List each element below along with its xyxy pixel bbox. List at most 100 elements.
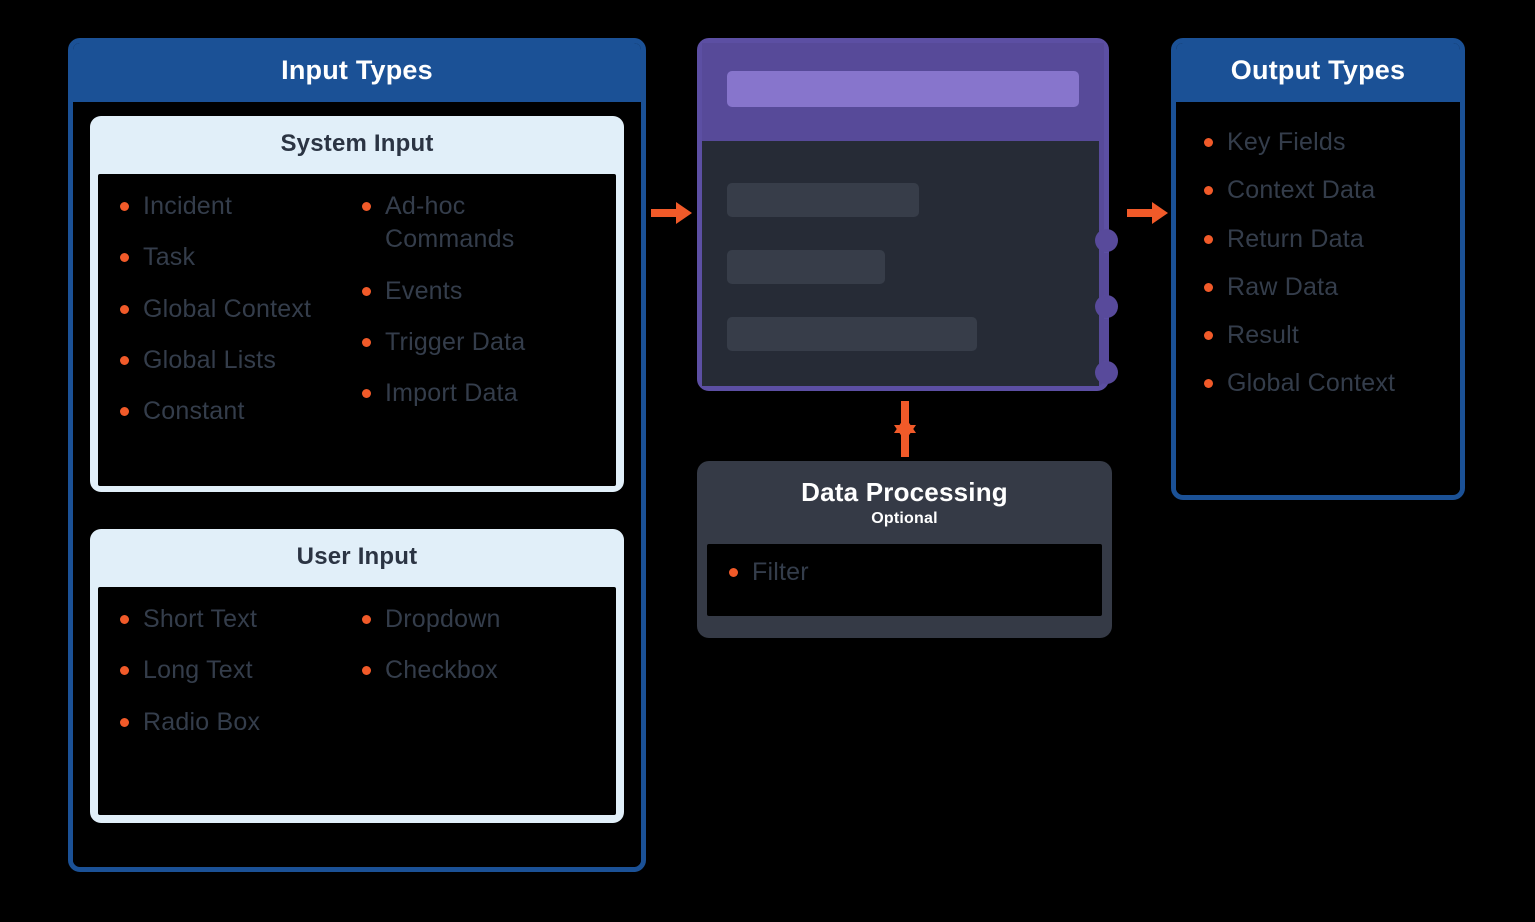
list-item[interactable]: Key Fields — [1204, 126, 1432, 159]
arrow-node-to-output-icon — [1127, 200, 1169, 231]
user-input-list: Short Text Long Text Radio Box — [98, 587, 616, 815]
list-item[interactable]: Global Lists — [120, 344, 352, 377]
list-item-label: Key Fields — [1227, 128, 1346, 156]
bullet-dot-icon — [120, 304, 129, 314]
bullet-dot-icon — [120, 666, 129, 676]
workflow-node-card[interactable] — [697, 38, 1118, 391]
output-types-panel: Output Types Key Fields Context Data Ret… — [1171, 38, 1465, 500]
output-types-title: Output Types — [1176, 43, 1460, 102]
node-title-placeholder — [727, 71, 1079, 107]
output-types-list: Key Fields Context Data Return Data Raw … — [1186, 112, 1450, 480]
list-item-label: Filter — [752, 558, 809, 586]
list-item[interactable]: Ad-hoc Commands — [362, 190, 594, 257]
bullet-dot-icon — [362, 615, 371, 624]
bullet-dot-icon — [120, 615, 129, 624]
connector-dot-2[interactable] — [1095, 295, 1118, 318]
list-item-label: Short Text — [143, 605, 258, 633]
list-item[interactable]: Dropdown — [362, 603, 594, 636]
bullet-dot-icon — [1204, 331, 1213, 340]
bullet-dot-icon — [362, 202, 371, 211]
system-input-list: Incident Task Global Context — [98, 174, 616, 486]
system-input-title: System Input — [280, 130, 434, 157]
list-item[interactable]: Import Data — [362, 377, 594, 410]
system-input-bullet-grid: Incident Task Global Context — [120, 190, 594, 446]
node-connector-rail — [1095, 141, 1118, 391]
bullet-dot-icon — [120, 355, 129, 365]
data-processing-title: Data Processing — [801, 477, 1008, 507]
list-item[interactable]: Short Text — [120, 603, 352, 636]
list-item-label: Global Context — [143, 294, 312, 323]
list-item[interactable]: Raw Data — [1204, 271, 1432, 304]
bullet-dot-icon — [120, 407, 129, 416]
list-item-label: Global Lists — [143, 345, 277, 374]
list-item-label: Long Text — [143, 656, 253, 685]
bullet-dot-icon — [1204, 138, 1213, 147]
arrow-input-to-node-icon — [651, 200, 693, 231]
list-item[interactable]: Long Text — [120, 654, 352, 687]
node-card-body — [702, 141, 1099, 386]
bullet-dot-icon — [729, 568, 738, 577]
bullet-dot-icon — [362, 666, 371, 676]
list-item[interactable]: Checkbox — [362, 654, 594, 687]
output-types-body: Key Fields Context Data Return Data Raw … — [1176, 102, 1460, 492]
list-item-label: Constant — [143, 397, 245, 425]
list-item-label: Return Data — [1227, 224, 1364, 253]
bullet-dot-icon — [1204, 186, 1213, 196]
user-input-column-2: Dropdown Checkbox — [362, 603, 594, 757]
input-types-title: Input Types — [73, 43, 641, 102]
list-item-label: Radio Box — [143, 707, 261, 736]
node-field-placeholder-2 — [727, 250, 885, 284]
connector-rail-segment — [1104, 253, 1109, 295]
list-item[interactable]: Return Data — [1204, 223, 1432, 256]
list-item[interactable]: Trigger Data — [362, 326, 594, 359]
list-item-label: Result — [1227, 321, 1300, 349]
user-input-title: User Input — [296, 543, 418, 570]
list-item-label: Incident — [143, 192, 233, 220]
bullet-dot-icon — [1204, 234, 1213, 244]
list-item-label: Events — [385, 276, 463, 305]
connector-dot-1[interactable] — [1095, 229, 1118, 252]
data-processing-subtitle: Optional — [871, 510, 938, 527]
input-types-body: System Input Incident Task — [73, 102, 641, 864]
node-card-header — [702, 43, 1104, 141]
list-item-label: Raw Data — [1227, 272, 1339, 301]
list-item[interactable]: Incident — [120, 190, 352, 223]
data-processing-list: Filter — [707, 544, 1102, 616]
list-item-label: Task — [143, 243, 196, 272]
data-processing-header: Data Processing Optional — [697, 461, 1112, 534]
bullet-dot-icon — [362, 286, 371, 296]
list-item[interactable]: Result — [1204, 319, 1432, 352]
list-item[interactable]: Global Context — [120, 293, 352, 326]
list-item-label: Ad-hoc Commands — [385, 192, 515, 254]
bullet-dot-icon — [362, 389, 371, 398]
list-item[interactable]: Radio Box — [120, 706, 352, 739]
system-input-card: System Input Incident Task — [90, 116, 624, 492]
user-input-column-1: Short Text Long Text Radio Box — [120, 603, 352, 757]
arrow-node-to-processing-icon — [891, 400, 919, 463]
user-input-card: User Input Short Text Long Text — [90, 529, 624, 823]
list-item-label: Global Context — [1227, 369, 1396, 398]
list-item-label: Dropdown — [385, 605, 501, 633]
list-item[interactable]: Constant — [120, 395, 352, 428]
data-processing-panel: Data Processing Optional Filter — [697, 461, 1112, 638]
list-item[interactable]: Events — [362, 275, 594, 308]
list-item-label: Checkbox — [385, 656, 498, 685]
system-input-column-1: Incident Task Global Context — [120, 190, 352, 446]
list-item[interactable]: Filter — [729, 556, 1080, 589]
node-field-placeholder-1 — [727, 183, 919, 217]
system-input-column-2: Ad-hoc Commands Events Trigger Data — [362, 190, 594, 446]
list-item[interactable]: Context Data — [1204, 174, 1432, 207]
list-item[interactable]: Task — [120, 241, 352, 274]
bullet-dot-icon — [362, 337, 371, 347]
node-field-placeholder-3 — [727, 317, 977, 351]
bullet-dot-icon — [120, 202, 129, 211]
user-input-bullet-grid: Short Text Long Text Radio Box — [120, 603, 594, 757]
connector-rail-segment — [1104, 319, 1109, 361]
input-types-panel: Input Types System Input Incident — [68, 38, 646, 872]
connector-dot-3[interactable] — [1095, 361, 1118, 384]
list-item-label: Context Data — [1227, 176, 1376, 205]
list-item-label: Import Data — [385, 379, 518, 407]
bullet-dot-icon — [120, 717, 129, 727]
list-item[interactable]: Global Context — [1204, 367, 1432, 400]
